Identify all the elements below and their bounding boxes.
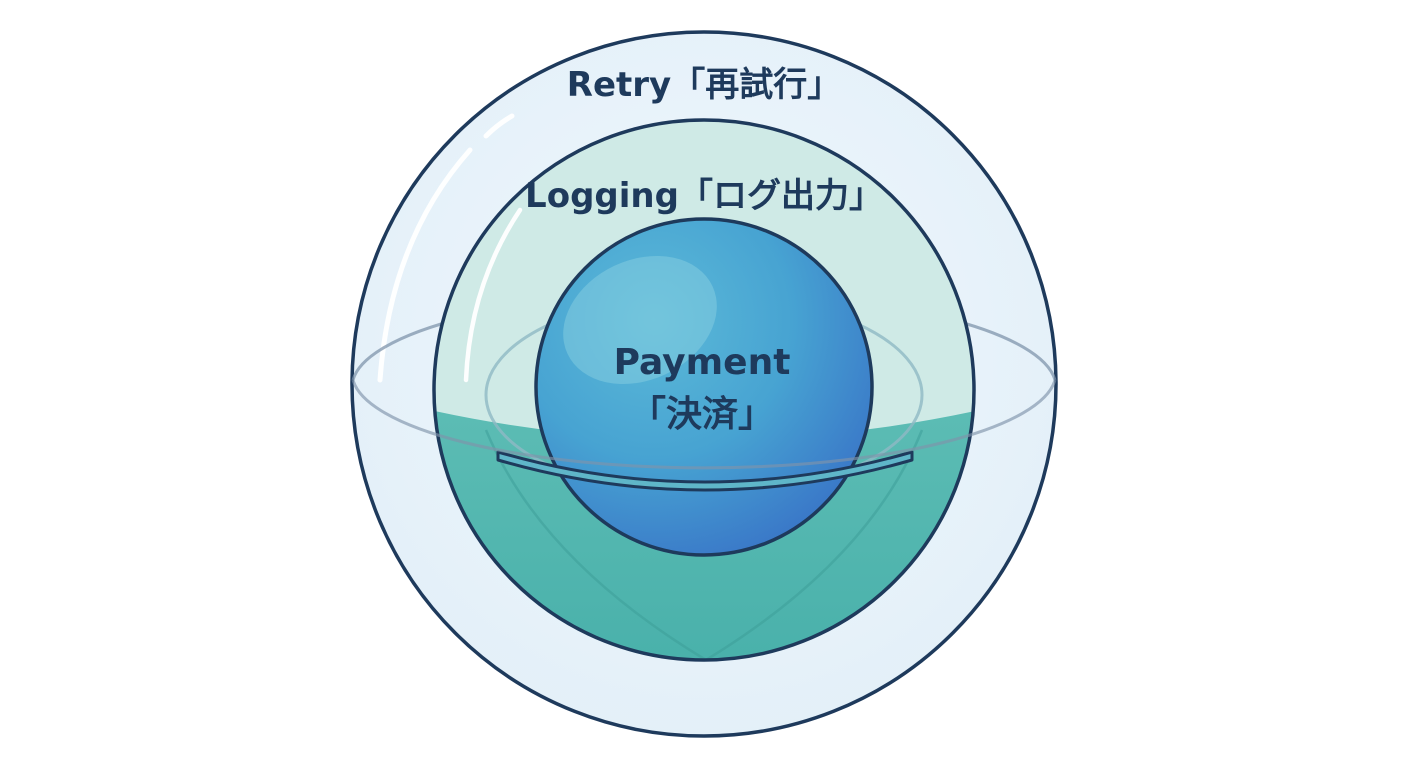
retry-equator-front <box>351 379 1057 470</box>
payment-sublabel: 「決済」 <box>630 394 774 435</box>
retry-label: Retry「再試行」 <box>567 65 841 105</box>
payment-sphere <box>536 219 872 555</box>
retry-highlight-small <box>483 113 515 139</box>
payment-gloss <box>563 255 717 385</box>
logging-sphere-outline <box>432 118 976 662</box>
liquid-surface-front <box>496 450 914 492</box>
retry-highlight <box>377 147 473 383</box>
logging-label: Logging「ログ出力」 <box>525 176 883 216</box>
payment-layer <box>534 217 874 557</box>
logging-highlight <box>463 207 523 383</box>
logging-fold <box>484 429 924 660</box>
payment-sphere-outline <box>534 217 874 557</box>
payment-label: Payment <box>614 342 791 383</box>
